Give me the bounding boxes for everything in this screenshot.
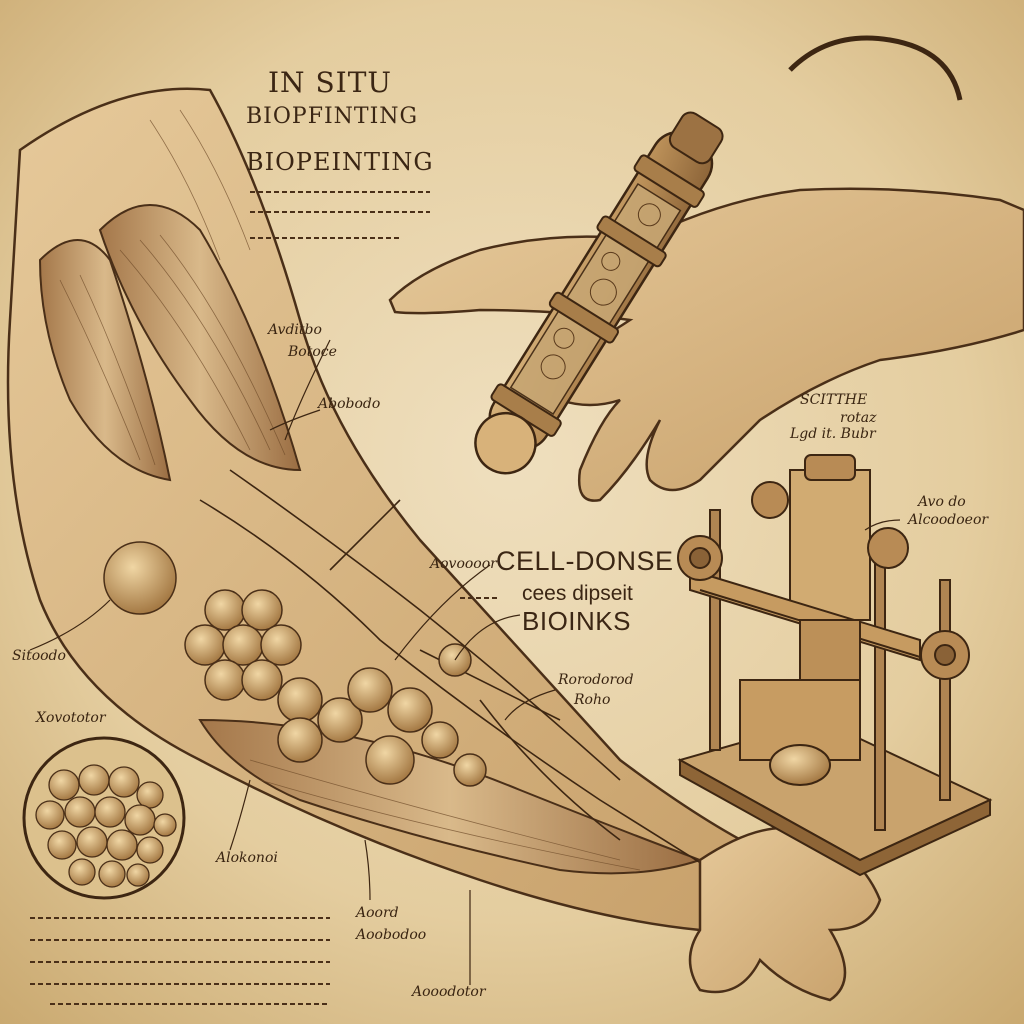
bioprinter-machine xyxy=(677,454,993,877)
label-printer-right-1: Avo do xyxy=(918,494,966,510)
main-label-line-1: CELL-DONSE xyxy=(496,546,674,576)
forearm-muscle xyxy=(198,718,703,875)
label-left-cell: Sitoodo xyxy=(12,648,66,664)
title-line-2: BIOPFINTING xyxy=(246,104,419,129)
label-cells-right-1: Rorodorod xyxy=(558,672,634,688)
brachialis-muscle xyxy=(38,239,172,482)
label-cells-right-2: Roho xyxy=(574,692,611,708)
label-wrist: Aooodotor xyxy=(412,984,486,1000)
title-line-1: IN SITU xyxy=(268,66,392,99)
muscle-striations xyxy=(59,109,641,871)
label-forearm-lower: Alokonoi xyxy=(216,850,278,866)
scribble-text xyxy=(30,191,500,1005)
label-muscle: Abobodo xyxy=(318,396,381,412)
label-upper-arm-2: Botoce xyxy=(288,344,337,360)
label-printer-top-1: SCITTHE xyxy=(800,392,868,408)
label-tendon-1: Aoord xyxy=(356,905,399,921)
label-printer-top-3: Lgd it. Bubr xyxy=(790,426,876,442)
label-pen: Aovoooor xyxy=(430,556,497,572)
biceps-muscle xyxy=(98,204,302,472)
arm-cell-cluster xyxy=(103,541,487,787)
pen-extrusion-line xyxy=(329,499,401,571)
label-printer-top-2: rotaz xyxy=(840,410,877,426)
label-printer-right-2: Alcoodoeor xyxy=(908,512,989,528)
pen-cable xyxy=(788,35,963,101)
main-label-line-2: cees dipseit xyxy=(522,582,633,605)
cell-inset-circle xyxy=(22,736,186,900)
leader-lines xyxy=(29,339,901,985)
label-tendon-2: Aoobodoo xyxy=(356,927,427,943)
label-circle-inset: Xovototor xyxy=(36,710,106,726)
bioprinting-pen xyxy=(329,35,963,571)
title-line-3: BIOPEINTING xyxy=(246,148,434,176)
main-label-line-3: BIOINKS xyxy=(522,606,631,636)
arm-drawing xyxy=(6,87,882,1002)
vessels xyxy=(199,469,761,901)
label-upper-arm-1: Avditbo xyxy=(268,322,322,338)
